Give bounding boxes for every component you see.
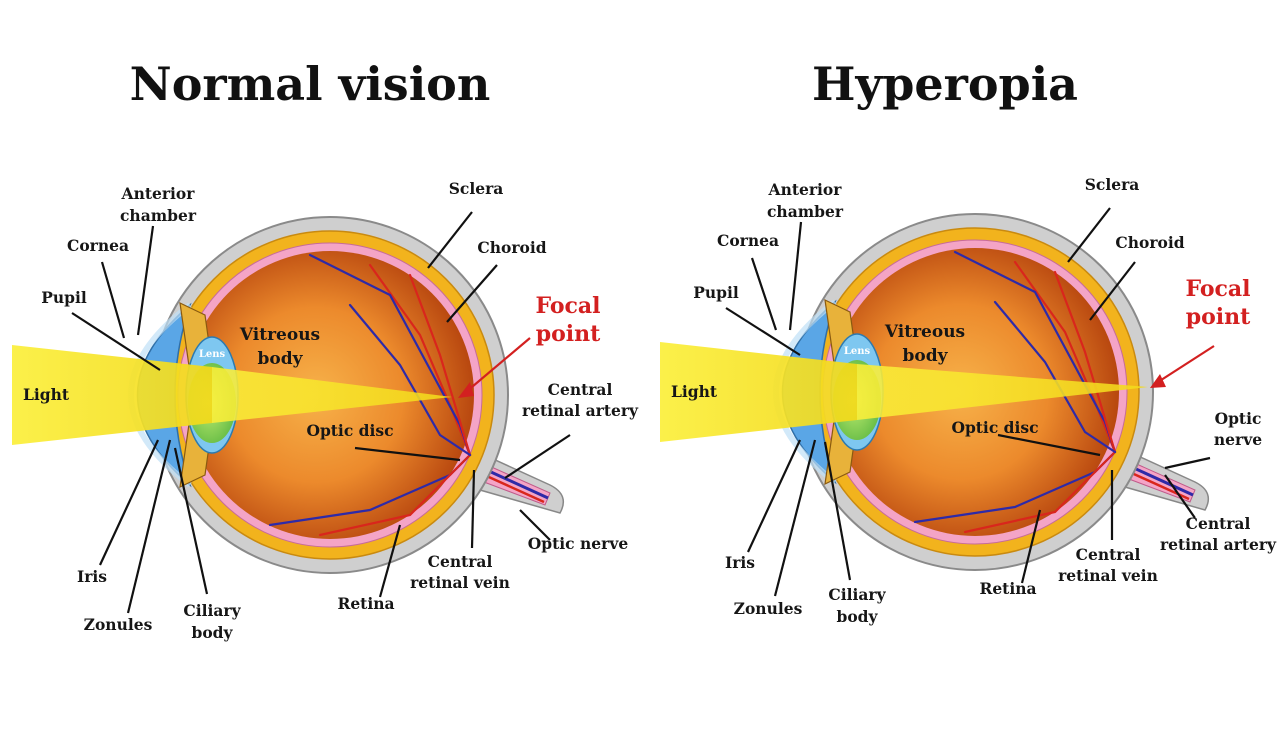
lens-label: Lens (844, 346, 871, 357)
retina-label: Retina (979, 579, 1036, 598)
leader-line (427, 211, 473, 269)
sclera-label: Sclera (449, 179, 504, 198)
blood-vessels (913, 250, 1117, 534)
focal-point-label: point (536, 321, 601, 347)
sclera-label: Sclera (1085, 175, 1140, 194)
light-beam (12, 345, 452, 445)
leader-line (1089, 261, 1136, 321)
leader-line (788, 221, 803, 331)
central-retinal-vein-label: retinal vein (1058, 566, 1158, 585)
anterior-chamber-label: chamber (767, 202, 844, 221)
leader-line (378, 524, 402, 598)
leader-line (99, 439, 159, 566)
iris-label: Iris (725, 553, 755, 572)
leader-line (725, 307, 801, 356)
retina-label: Retina (337, 594, 394, 613)
anterior-chamber-label: Anterior (121, 184, 196, 203)
lens-label: Lens (199, 349, 226, 360)
ciliary-body-label: Ciliary (183, 601, 241, 620)
focal-point-label: Focal (535, 293, 600, 319)
central-retinal-artery-label: retinal artery (522, 401, 639, 420)
central-retinal-vein-label: Central (1076, 545, 1141, 564)
anterior-chamber-label: chamber (120, 206, 197, 225)
pupil-label: Pupil (693, 283, 739, 302)
cornea-label: Cornea (717, 231, 779, 250)
optic-nerve-shape (475, 451, 565, 514)
light-label: Light (671, 382, 718, 401)
ciliary-body-label: body (836, 607, 878, 626)
central-retinal-artery-label: Central (1186, 514, 1251, 533)
leader-line (750, 257, 778, 331)
leader-line (173, 447, 209, 595)
panel-title: Hyperopia (812, 57, 1078, 111)
leader-line (354, 446, 461, 462)
leader-line (1164, 474, 1196, 519)
light-label: Light (23, 385, 70, 404)
panel-title: Normal vision (130, 57, 491, 111)
leader-line (997, 433, 1101, 457)
leader-line (71, 312, 161, 371)
leader-line (126, 439, 172, 614)
central-retinal-artery-label: Central (548, 380, 613, 399)
vitreous-body-label: Vitreous (239, 325, 320, 345)
optic-disc-label: Optic disc (951, 418, 1038, 437)
leader-line (1164, 456, 1211, 470)
leader-line (446, 264, 498, 323)
blood-vessels (268, 253, 472, 537)
zonules-label: Zonules (84, 615, 153, 634)
choroid-label: Choroid (477, 238, 546, 257)
vitreous-body-label: Vitreous (884, 322, 965, 342)
leader-line (470, 469, 476, 549)
focal-point-label: point (1186, 304, 1251, 330)
light-beam (660, 342, 1148, 442)
optic-nerve-label: Optic nerve (528, 534, 629, 553)
vitreous-body-label: body (903, 346, 949, 366)
ciliary-body-label: Ciliary (828, 585, 886, 604)
iris-label: Iris (77, 567, 107, 586)
leader-line (519, 509, 551, 541)
focal-arrow (1157, 345, 1215, 383)
focal-point-label: Focal (1185, 276, 1250, 302)
optic-nerve-label: nerve (1214, 430, 1262, 449)
focal-arrow-head (1150, 374, 1166, 388)
leader-line (1067, 207, 1111, 263)
focal-arrow-head (458, 382, 474, 398)
pupil-label: Pupil (41, 288, 87, 307)
optic-nerve-label: Optic (1215, 409, 1262, 428)
optic-disc-label: Optic disc (306, 421, 393, 440)
leader-line (136, 225, 155, 336)
leader-line (100, 261, 126, 339)
vitreous-body-label: body (258, 349, 304, 369)
leader-line (747, 439, 801, 553)
anterior-chamber-label: Anterior (768, 180, 843, 199)
ciliary-body-label: body (191, 623, 233, 642)
leader-line (504, 434, 571, 479)
focal-arrow (465, 337, 531, 393)
central-retinal-vein-label: Central (428, 552, 493, 571)
leader-line (1020, 509, 1042, 584)
zonules-label: Zonules (734, 599, 803, 618)
leader-line (823, 441, 852, 581)
cornea-label: Cornea (67, 236, 129, 255)
leader-line (773, 439, 817, 597)
choroid-label: Choroid (1115, 233, 1184, 252)
central-retinal-vein-label: retinal vein (410, 573, 510, 592)
central-retinal-artery-label: retinal artery (1160, 535, 1277, 554)
